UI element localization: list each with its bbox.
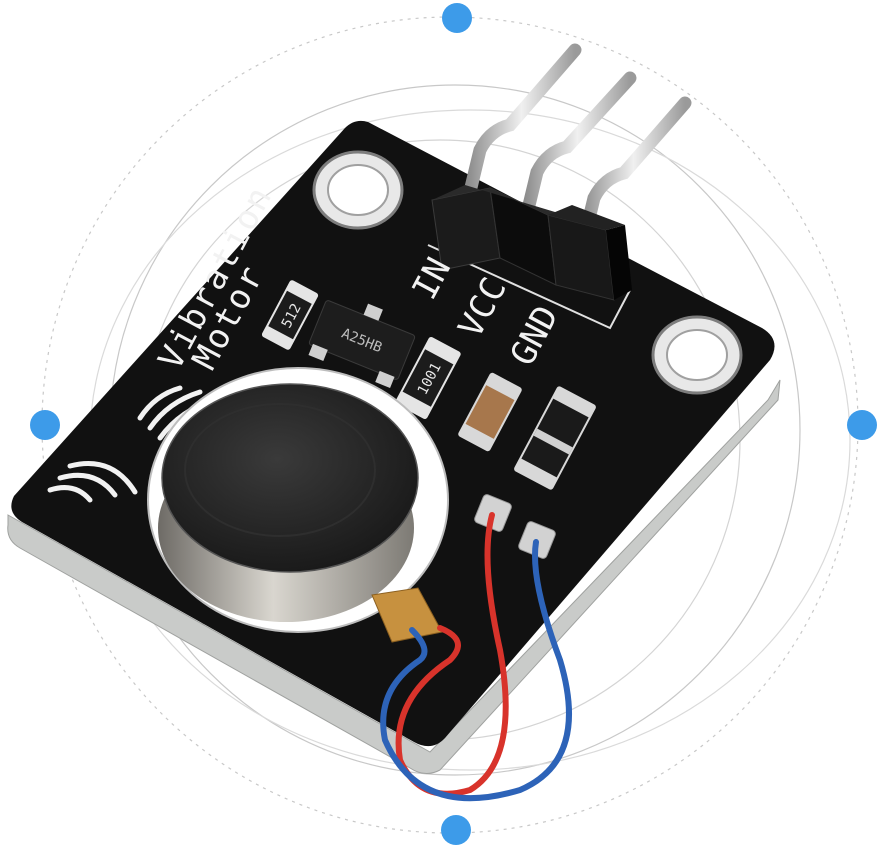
header-outline	[427, 244, 631, 330]
accent-dot-bottom	[441, 815, 471, 845]
accent-dot-top	[442, 3, 472, 33]
header-pins	[461, 43, 692, 255]
capacitor	[458, 372, 522, 452]
pcb-edge	[7, 379, 781, 774]
mounting-hole-left	[312, 150, 404, 230]
mounting-hole-right	[651, 315, 743, 395]
pin-header	[431, 185, 632, 301]
vibration-waves-icon	[47, 461, 138, 503]
wires	[380, 512, 572, 802]
transistor: A25HB	[308, 300, 416, 389]
diode	[514, 386, 596, 490]
accent-dots	[30, 3, 877, 845]
vibration-motor	[147, 367, 449, 633]
accent-dot-right	[847, 410, 877, 440]
wire-blue	[380, 539, 572, 802]
accent-dot-left	[30, 410, 60, 440]
resistor-r2: 1001	[395, 337, 461, 419]
resistor-r1: 512	[261, 280, 319, 350]
